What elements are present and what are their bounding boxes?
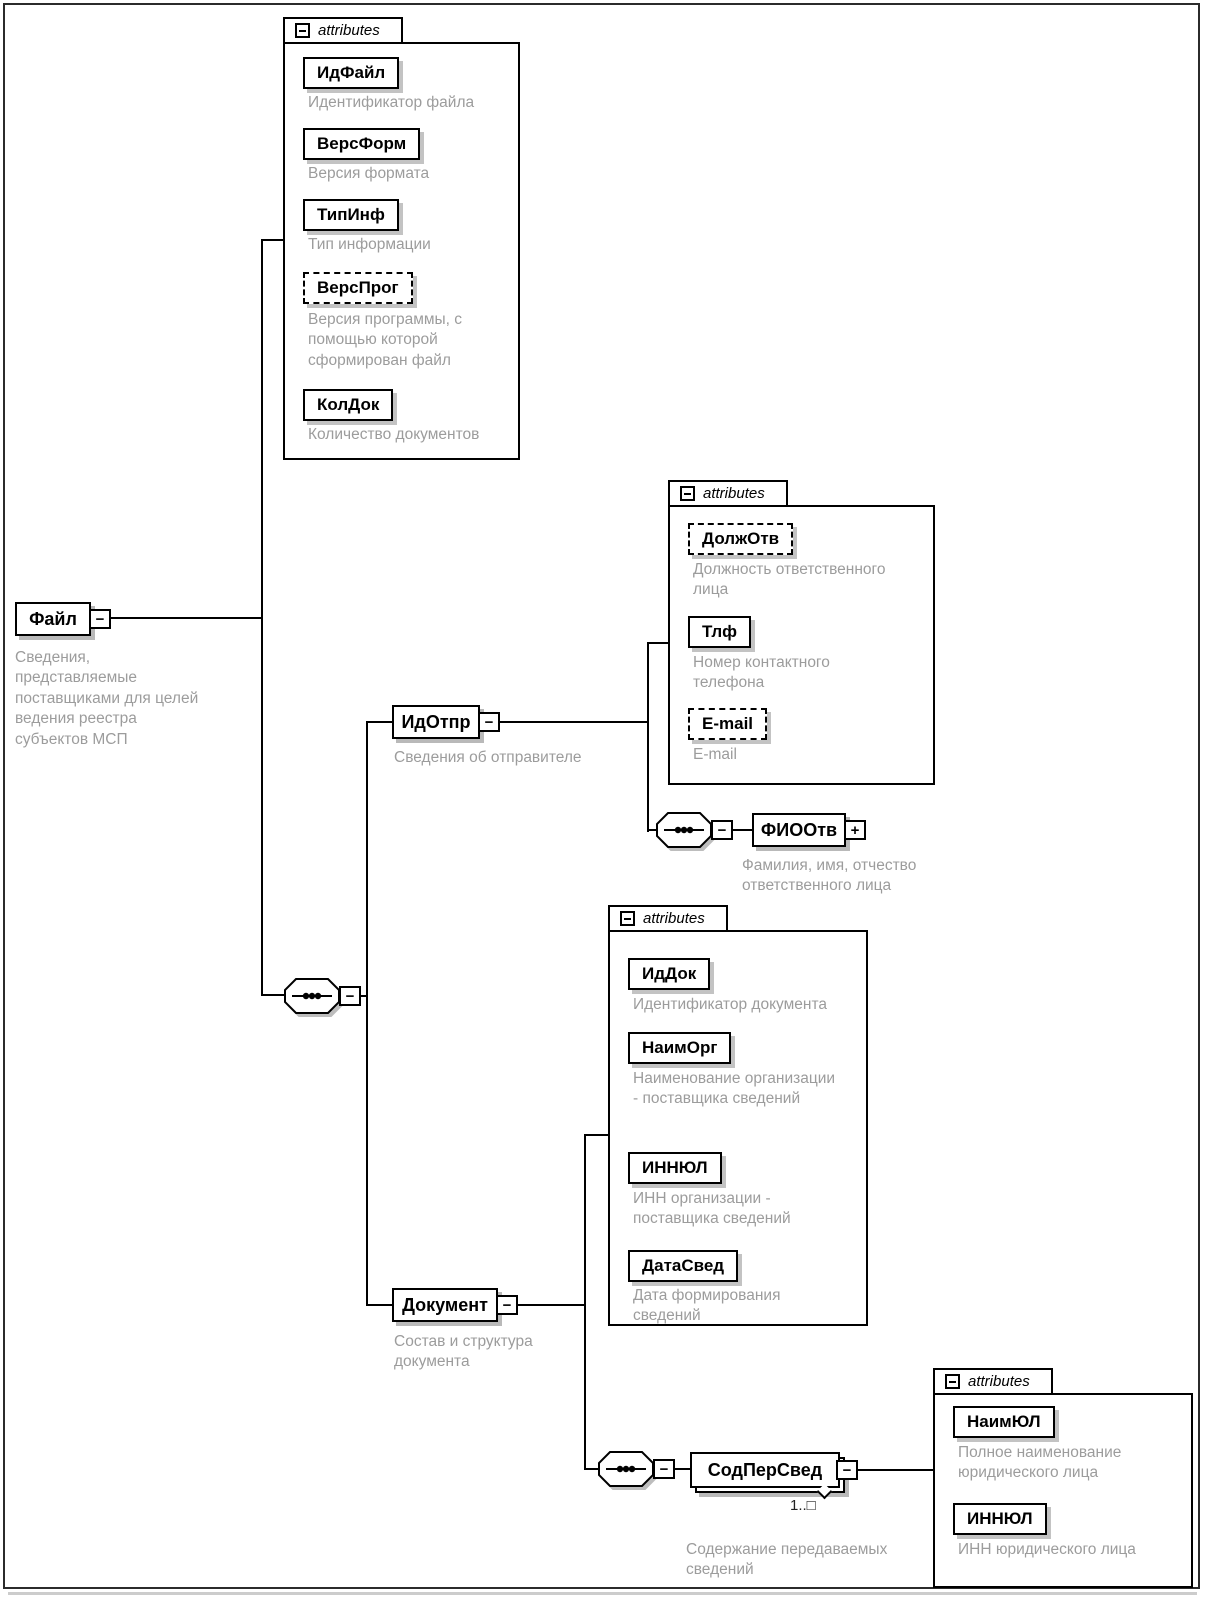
- attribute-annotation: Тип информации: [308, 236, 431, 253]
- element-file-box[interactable]: Файл: [15, 602, 91, 636]
- connector-line: [647, 829, 657, 831]
- attribute-email[interactable]: E-mail: [688, 708, 768, 740]
- attribute-annotation: Наименование организации - поставщика св…: [633, 1070, 836, 1108]
- sender-attributes-tab: attributes: [668, 480, 788, 507]
- collapse-icon[interactable]: [945, 1374, 960, 1389]
- attribute-versform[interactable]: ВерсФорм: [303, 128, 421, 160]
- attribute-annotation: Номер контактного телефона: [693, 654, 830, 692]
- element-fio-box[interactable]: ФИООтв: [752, 813, 846, 847]
- cardinality-label: 1..□: [790, 1497, 816, 1514]
- element-sender-box[interactable]: ИдОтпр: [392, 705, 480, 739]
- collapse-button[interactable]: −: [496, 1295, 518, 1315]
- attribute-annotation: ИНН организации - поставщика сведений: [633, 1190, 791, 1228]
- attribute-naimyul[interactable]: НаимЮЛ: [953, 1406, 1055, 1438]
- connector-line: [858, 1469, 935, 1471]
- element-file[interactable]: Файл −: [15, 602, 111, 636]
- attribute-koldok[interactable]: КолДок: [303, 389, 394, 421]
- attribute-annotation: Полное наименование юридического лица: [958, 1444, 1122, 1482]
- attributes-label: attributes: [703, 485, 765, 502]
- connector-line: [261, 239, 285, 241]
- element-annotation: Состав и структура документа: [394, 1333, 533, 1371]
- expand-button[interactable]: +: [844, 820, 866, 840]
- attribute-dolzhotv[interactable]: ДолжОтв: [688, 523, 794, 555]
- file-attributes-tab: attributes: [283, 17, 403, 44]
- sequence-icon[interactable]: [283, 977, 341, 1015]
- attribute-iddok[interactable]: ИдДок: [628, 958, 711, 990]
- attribute-innyul-org[interactable]: ИННЮЛ: [628, 1152, 722, 1184]
- element-fio[interactable]: ФИООтв +: [752, 813, 866, 847]
- attribute-tlf[interactable]: Тлф: [688, 616, 751, 648]
- element-document[interactable]: Документ −: [392, 1288, 518, 1322]
- element-document-box[interactable]: Документ: [392, 1288, 498, 1322]
- collapse-button[interactable]: −: [478, 712, 500, 732]
- attribute-datasved[interactable]: ДатаСвед: [628, 1250, 739, 1282]
- attribute-annotation: ИНН юридического лица: [958, 1541, 1136, 1558]
- attribute-innyul[interactable]: ИННЮЛ: [953, 1503, 1047, 1535]
- attribute-naimorg[interactable]: НаимОрг: [628, 1032, 732, 1064]
- attribute-idfile[interactable]: ИдФайл: [303, 57, 400, 89]
- collapse-icon[interactable]: [680, 486, 695, 501]
- connector-line: [366, 722, 368, 1306]
- collapse-button[interactable]: −: [711, 820, 733, 840]
- diagram-border: [3, 3, 1200, 1589]
- connector-line: [584, 1468, 599, 1470]
- element-content[interactable]: СодПерСвед −: [690, 1452, 858, 1493]
- element-annotation: Содержание передаваемых сведений: [686, 1541, 888, 1579]
- collapse-icon[interactable]: [620, 911, 635, 926]
- attributes-label: attributes: [643, 910, 705, 927]
- connector-line: [498, 721, 649, 723]
- attribute-annotation: Версия формата: [308, 165, 430, 182]
- connector-line: [647, 643, 649, 832]
- connector-line: [261, 994, 285, 996]
- attribute-annotation: Версия программы, с помощью которой сфор…: [308, 311, 463, 369]
- element-annotation: Сведения, представляемые поставщиками дл…: [15, 649, 199, 748]
- bottom-edge: [8, 1592, 1197, 1595]
- element-sender[interactable]: ИдОтпр −: [392, 705, 500, 739]
- attributes-label: attributes: [318, 22, 380, 39]
- connector-line: [584, 1135, 586, 1470]
- attribute-tipinf[interactable]: ТипИнф: [303, 199, 399, 231]
- connector-line: [516, 1304, 586, 1306]
- element-annotation: Сведения об отправителе: [394, 749, 582, 766]
- element-content-box[interactable]: СодПерСвед: [690, 1452, 840, 1488]
- collapse-button[interactable]: −: [89, 609, 111, 629]
- connector-line: [732, 829, 754, 831]
- connector-line: [584, 1134, 610, 1136]
- document-attributes-tab: attributes: [608, 905, 728, 932]
- element-annotation: Фамилия, имя, отчество ответственного ли…: [742, 857, 917, 895]
- connector-line: [360, 995, 368, 997]
- attribute-annotation: Идентификатор документа: [633, 996, 827, 1013]
- collapse-button[interactable]: −: [339, 986, 361, 1006]
- content-attributes-tab: attributes: [933, 1368, 1053, 1395]
- sequence-icon[interactable]: [597, 1450, 655, 1488]
- attribute-annotation: Дата формирования сведений: [633, 1287, 781, 1325]
- connector-line: [647, 642, 670, 644]
- collapse-button[interactable]: −: [836, 1460, 858, 1480]
- attribute-annotation: Идентификатор файла: [308, 94, 475, 111]
- sequence-icon[interactable]: [655, 811, 713, 849]
- attributes-label: attributes: [968, 1373, 1030, 1390]
- attribute-annotation: E-mail: [693, 746, 737, 763]
- collapse-icon[interactable]: [295, 23, 310, 38]
- connector-line: [261, 239, 263, 996]
- collapse-button[interactable]: −: [653, 1459, 675, 1479]
- connector-line: [366, 721, 392, 723]
- attribute-annotation: Должность ответственного лица: [693, 561, 886, 599]
- attribute-versprog[interactable]: ВерсПрог: [303, 272, 413, 304]
- attribute-annotation: Количество документов: [308, 426, 480, 443]
- connector-line: [366, 1304, 392, 1306]
- connector-line: [109, 617, 263, 619]
- connector-line: [674, 1468, 692, 1470]
